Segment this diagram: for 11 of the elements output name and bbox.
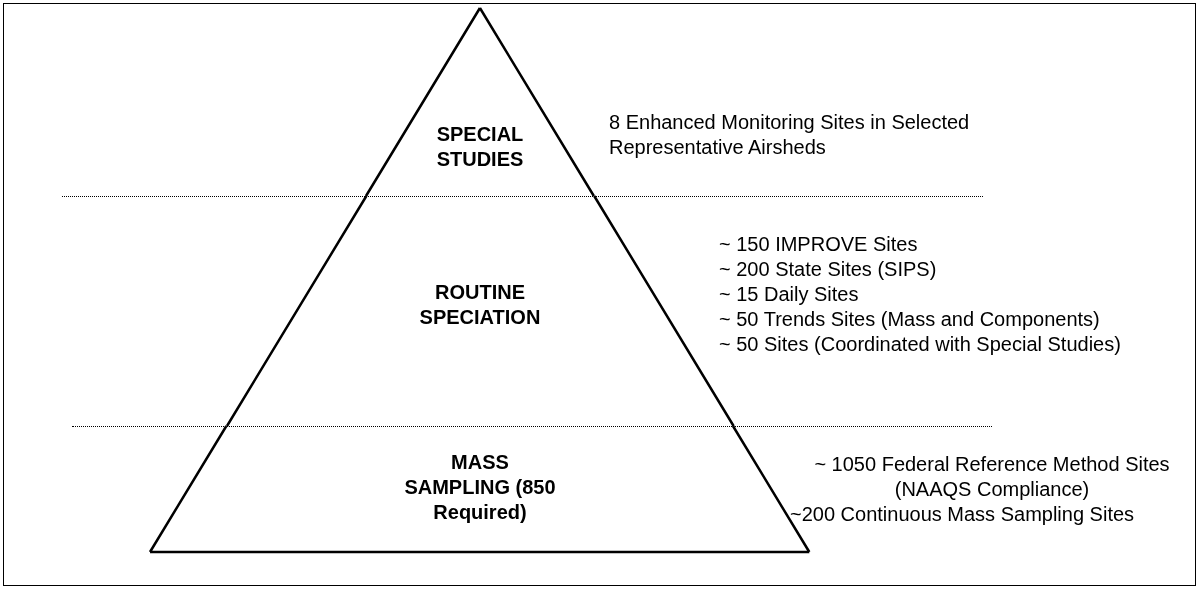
- site-count-note: ~ 50 Sites (Coordinated with Special Studies): [719, 332, 1122, 357]
- site-count-note: ~ 50 Trends Sites (Mass and Components): [719, 307, 1101, 332]
- site-count-note: ~ 15 Daily Sites: [719, 282, 860, 307]
- tier-title: MASS SAMPLING (850 Required): [403, 450, 557, 525]
- site-count-note: ~ 1050 Federal Reference Method Sites (NAAQS Compliance): [813, 452, 1171, 502]
- site-count-note: ~200 Continuous Mass Sampling Sites: [790, 502, 1136, 527]
- tier-title: SPECIAL STUDIES: [435, 122, 525, 172]
- site-count-note: 8 Enhanced Monitoring Sites in Selected Representative Airsheds: [609, 110, 971, 160]
- tier-title: ROUTINE SPECIATION: [418, 280, 542, 330]
- site-count-note: ~ 200 State Sites (SIPS): [719, 257, 938, 282]
- site-count-note: ~ 150 IMPROVE Sites: [719, 232, 919, 257]
